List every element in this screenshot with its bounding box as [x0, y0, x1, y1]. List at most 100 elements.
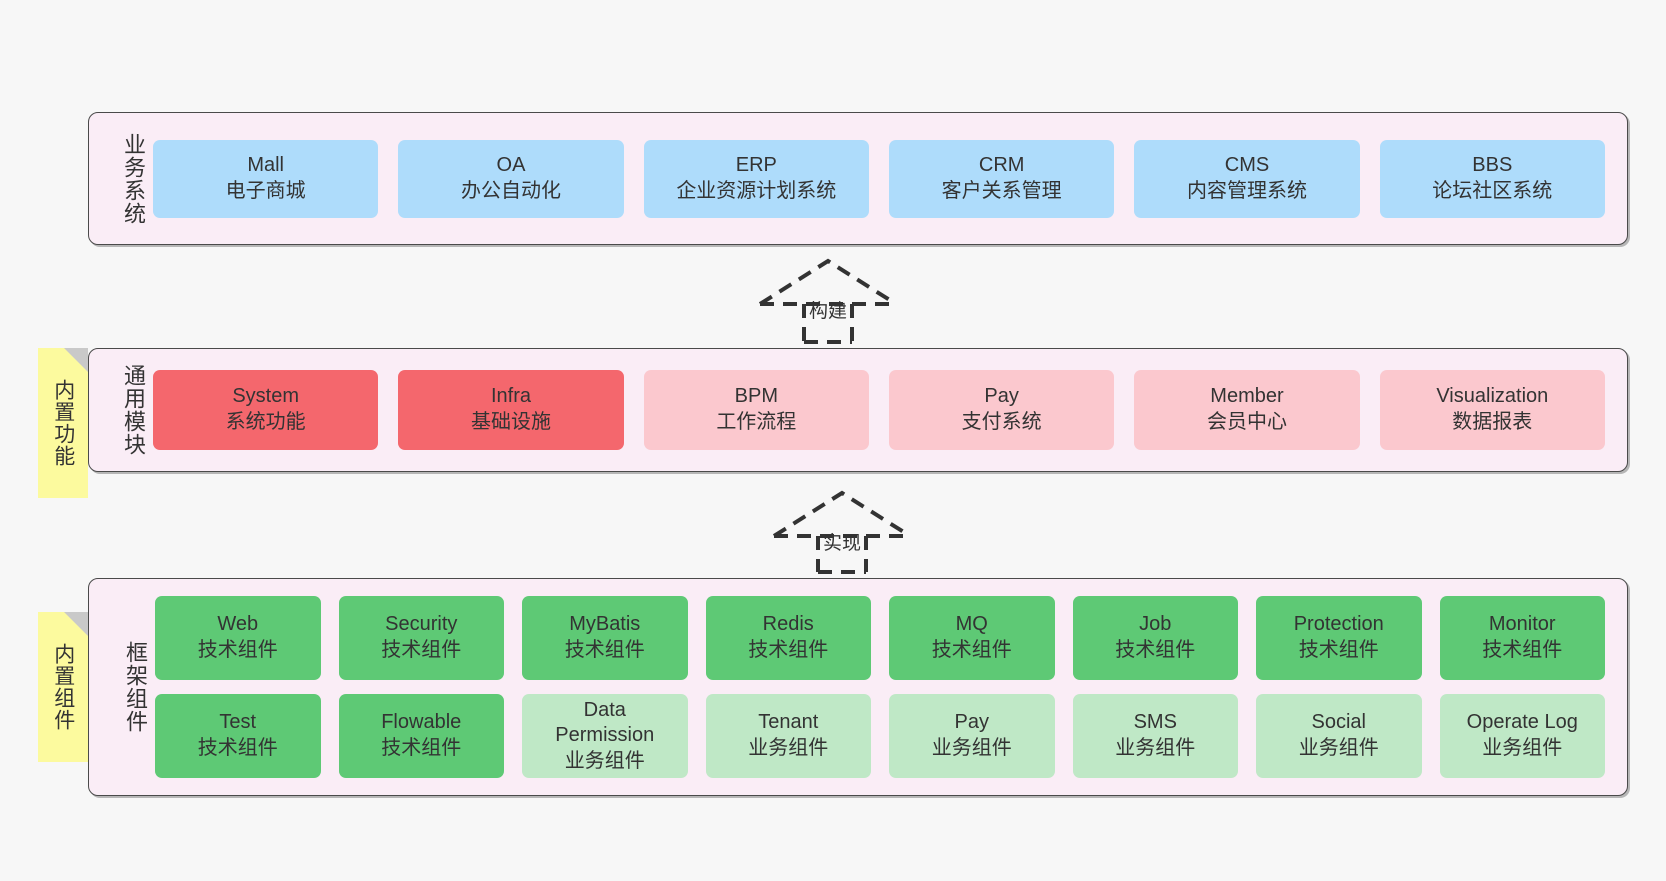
layer-business-system: 业务系统 Mall 电子商城 OA 办公自动化 ERP 企业资源计划系统 CRM…	[88, 112, 1628, 245]
cell-title: Operate Log	[1466, 711, 1578, 734]
cell-mybatis[interactable]: MyBatis 技术组件	[522, 596, 688, 680]
layer-cells-common-module: System 系统功能 Infra 基础设施 BPM 工作流程 Pay 支付系统…	[145, 370, 1627, 450]
cell-flowable[interactable]: Flowable 技术组件	[338, 694, 504, 778]
cell-title: Flowable	[381, 711, 462, 734]
cell-subtitle: 技术组件	[381, 639, 462, 661]
cell-row: Mall 电子商城 OA 办公自动化 ERP 企业资源计划系统 CRM 客户关系…	[153, 139, 1605, 218]
cell-subtitle: 会员中心	[1206, 411, 1287, 433]
cell-title: Security	[385, 613, 458, 636]
cell-protection[interactable]: Protection 技术组件	[1256, 596, 1422, 680]
folded-corner-icon	[64, 612, 88, 636]
cell-mall[interactable]: Mall 电子商城	[153, 139, 379, 218]
cell-title: Job	[1139, 613, 1172, 636]
cell-title: MQ	[955, 613, 988, 636]
cell-subtitle: 技术组件	[197, 639, 278, 661]
note-builtin-features: 内置功能	[38, 348, 88, 498]
cell-subtitle: 数据报表	[1452, 411, 1533, 433]
cell-title: OA	[496, 153, 526, 176]
cell-pay[interactable]: Pay 支付系统	[888, 370, 1115, 450]
cell-subtitle: 业务组件	[564, 749, 645, 772]
cell-subtitle: 技术组件	[1115, 639, 1196, 661]
cell-subtitle: 支付系统	[961, 411, 1042, 433]
cell-row: System 系统功能 Infra 基础设施 BPM 工作流程 Pay 支付系统…	[153, 370, 1605, 450]
cell-title: Visualization	[1436, 385, 1549, 408]
cell-subtitle: 客户关系管理	[941, 179, 1062, 202]
cell-crm[interactable]: CRM 客户关系管理	[888, 139, 1115, 218]
generalization-arrow-icon	[758, 258, 898, 344]
cell-bpm[interactable]: BPM 工作流程	[643, 370, 869, 450]
cell-erp[interactable]: ERP 企业资源计划系统	[643, 139, 869, 218]
cell-subtitle: 论坛社区系统	[1432, 179, 1553, 202]
cell-subtitle: 业务组件	[748, 737, 829, 759]
cell-visualization[interactable]: Visualization 数据报表	[1379, 370, 1605, 450]
cell-subtitle: 基础设施	[470, 411, 551, 433]
cell-title: SMS	[1133, 711, 1177, 734]
cell-subtitle: 技术组件	[197, 737, 278, 759]
cell-subtitle: 内容管理系统	[1186, 179, 1307, 202]
note-text: 内置功能	[51, 379, 75, 467]
connector-implement: 实现	[772, 490, 912, 574]
layer-title-common-module: 通用模块	[121, 364, 146, 456]
cell-title: Social	[1311, 711, 1366, 734]
cell-subtitle: 系统功能	[225, 411, 306, 433]
cell-title: Pay	[954, 711, 989, 734]
layer-cells-business-system: Mall 电子商城 OA 办公自动化 ERP 企业资源计划系统 CRM 客户关系…	[145, 139, 1627, 218]
connector-build: 构建	[758, 258, 898, 344]
cell-infra[interactable]: Infra 基础设施	[398, 370, 624, 450]
cell-title: CMS	[1224, 153, 1270, 176]
cell-sms[interactable]: SMS 业务组件	[1072, 694, 1238, 778]
cell-pay-component[interactable]: Pay 业务组件	[889, 694, 1055, 778]
generalization-arrow-icon	[772, 490, 912, 574]
cell-bbs[interactable]: BBS 论坛社区系统	[1379, 139, 1605, 218]
cell-title: Web	[217, 613, 259, 636]
cell-mq[interactable]: MQ 技术组件	[889, 596, 1055, 680]
folded-corner-icon	[64, 348, 88, 372]
cell-title: Member	[1210, 385, 1284, 408]
cell-title: Mall	[247, 153, 284, 176]
cell-subtitle: 业务组件	[1115, 737, 1196, 759]
cell-title: Infra	[490, 385, 531, 408]
cell-subtitle: 业务组件	[931, 737, 1012, 759]
cell-subtitle: 技术组件	[1482, 639, 1563, 661]
cell-subtitle: 工作流程	[716, 411, 797, 433]
cell-social[interactable]: Social 业务组件	[1256, 694, 1422, 778]
cell-web[interactable]: Web 技术组件	[155, 596, 321, 680]
cell-system[interactable]: System 系统功能	[153, 370, 379, 450]
cell-subtitle: 技术组件	[748, 639, 829, 661]
cell-title: Tenant	[758, 711, 819, 734]
cell-operate-log[interactable]: Operate Log 业务组件	[1439, 694, 1605, 778]
cell-monitor[interactable]: Monitor 技术组件	[1439, 596, 1605, 680]
cell-subtitle: 技术组件	[381, 737, 462, 759]
cell-subtitle: 办公自动化	[460, 179, 561, 202]
cell-member[interactable]: Member 会员中心	[1134, 370, 1360, 450]
cell-tenant[interactable]: Tenant 业务组件	[705, 694, 871, 778]
cell-title: Data Permission	[555, 698, 655, 747]
cell-subtitle: 技术组件	[1298, 639, 1379, 661]
cell-subtitle: 技术组件	[931, 639, 1012, 661]
cell-row: Web 技术组件 Security 技术组件 MyBatis 技术组件 Redi…	[155, 596, 1605, 680]
cell-title: Test	[219, 711, 257, 734]
cell-data-permission[interactable]: Data Permission 业务组件	[522, 694, 688, 778]
layer-title-business-system: 业务系统	[121, 132, 146, 225]
cell-job[interactable]: Job 技术组件	[1072, 596, 1238, 680]
cell-oa[interactable]: OA 办公自动化	[398, 139, 624, 218]
layer-title-framework-component: 框架组件	[123, 641, 148, 733]
cell-title: MyBatis	[569, 613, 641, 636]
cell-title: Monitor	[1488, 613, 1556, 636]
note-text: 内置组件	[51, 643, 75, 731]
cell-row: Test 技术组件 Flowable 技术组件 Data Permission …	[155, 694, 1605, 778]
cell-title: BBS	[1472, 153, 1513, 176]
cell-title: System	[232, 385, 299, 408]
cell-redis[interactable]: Redis 技术组件	[705, 596, 871, 680]
cell-cms[interactable]: CMS 内容管理系统	[1134, 139, 1360, 218]
layer-common-module: 通用模块 System 系统功能 Infra 基础设施 BPM 工作流程 Pay…	[88, 348, 1628, 472]
cell-subtitle: 电子商城	[225, 179, 306, 202]
cell-title: Pay	[984, 385, 1019, 408]
layer-framework-component: 框架组件 Web 技术组件 Security 技术组件 MyBatis 技术组件…	[88, 578, 1628, 796]
cell-subtitle: 技术组件	[564, 639, 645, 661]
cell-security[interactable]: Security 技术组件	[338, 596, 504, 680]
cell-title: Protection	[1293, 613, 1384, 636]
cell-title: Redis	[762, 613, 814, 636]
cell-test[interactable]: Test 技术组件	[155, 694, 321, 778]
